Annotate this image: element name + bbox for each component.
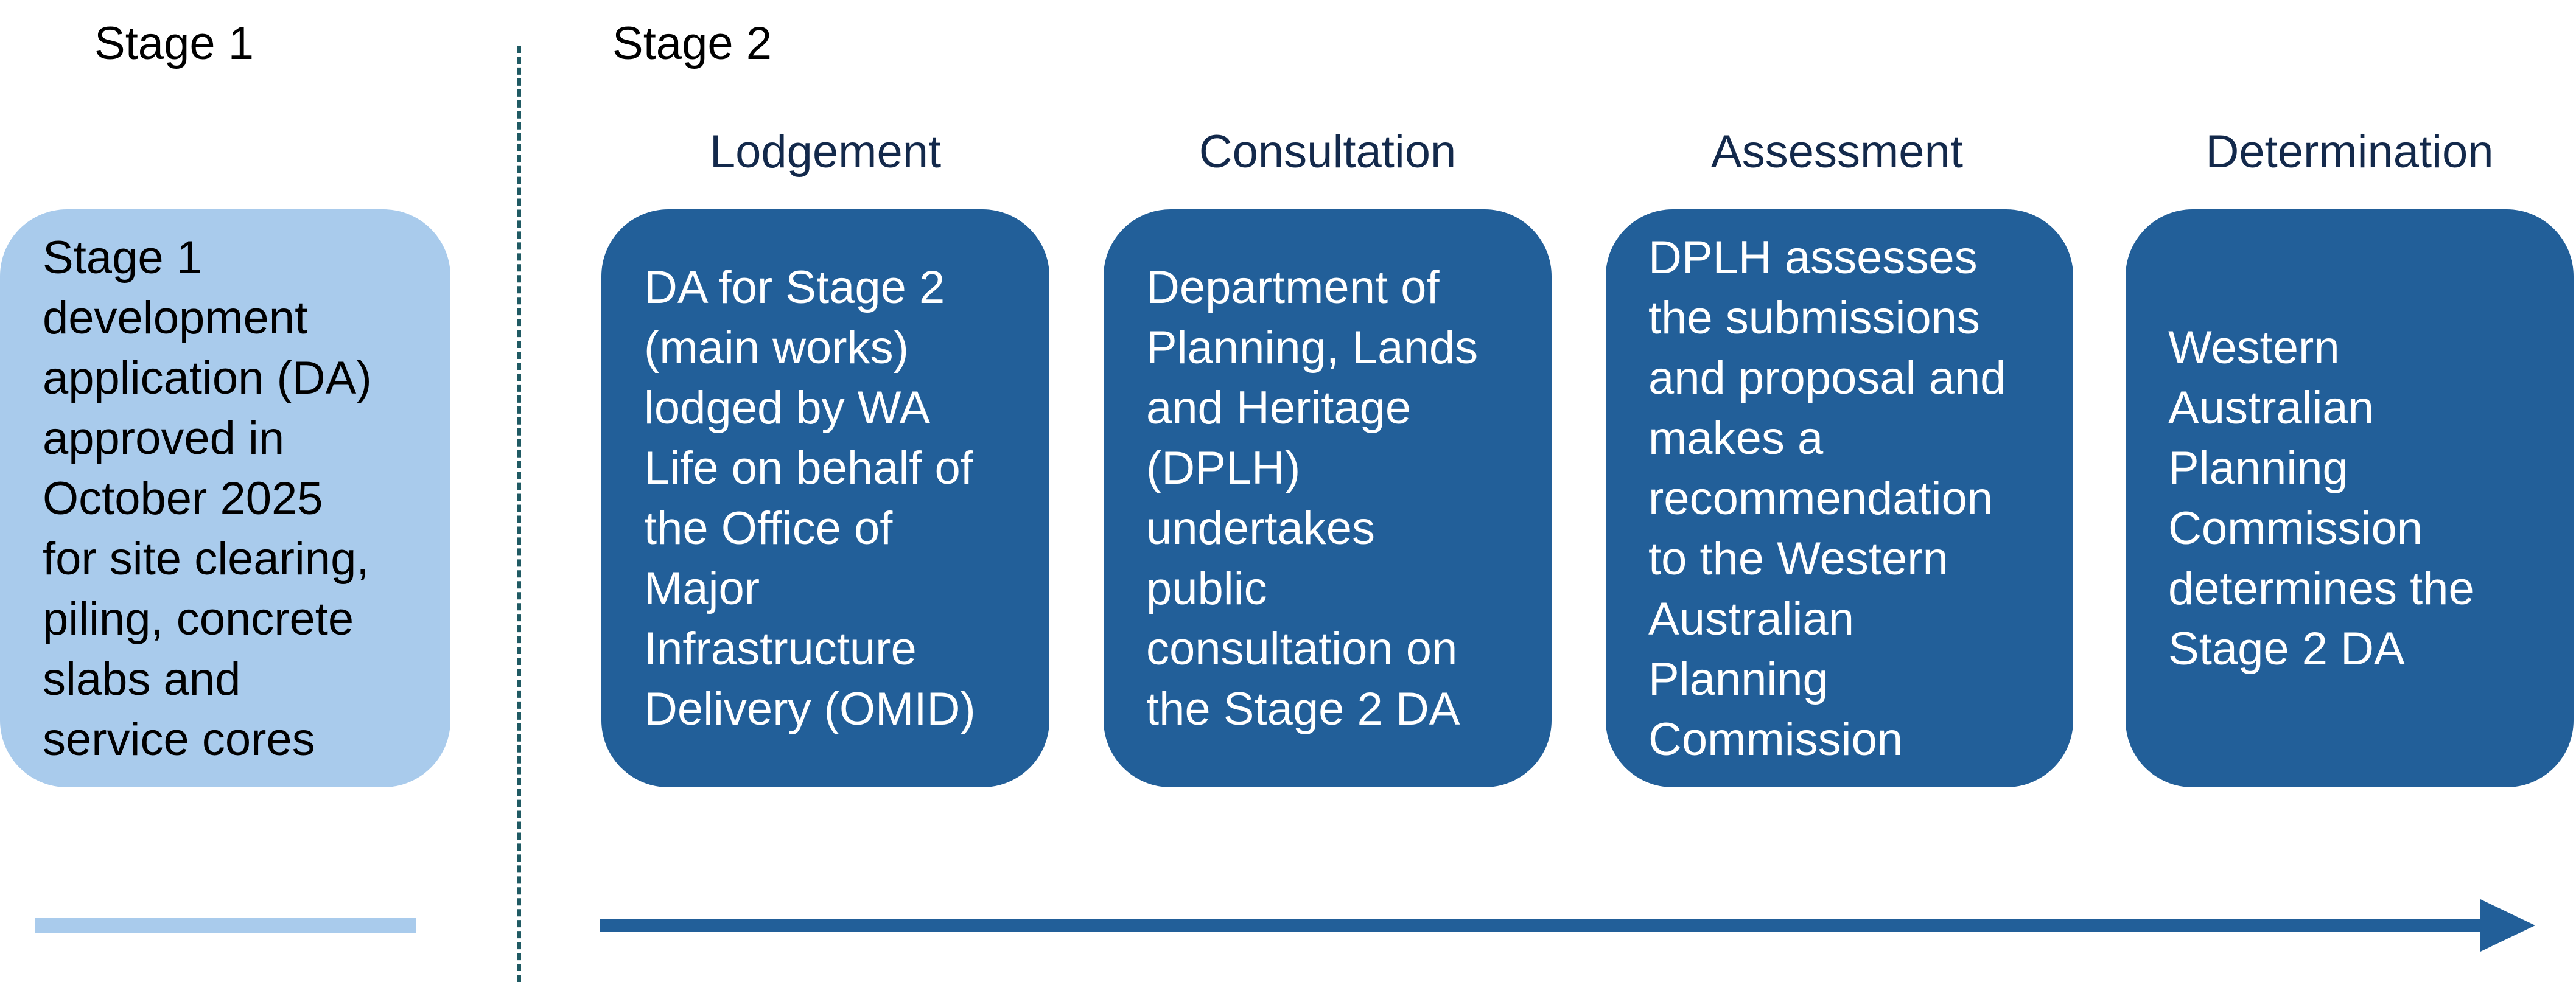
phase-heading-assessment: Assessment <box>1711 126 1963 178</box>
stage-1-heading: Stage 1 <box>94 18 254 69</box>
lodgement-box: DA for Stage 2 (main works) lodged by WA… <box>601 209 1049 787</box>
determination-box: Western Australian Planning Commission d… <box>2126 209 2574 787</box>
arrow-shaft <box>600 919 2487 932</box>
stage-2-timeline-arrow <box>600 899 2535 952</box>
assessment-box-text: DPLH assesses the submissions and propos… <box>1648 231 2006 765</box>
phase-heading-consultation: Consultation <box>1199 126 1457 178</box>
stage-1-box: Stage 1 development application (DA) app… <box>0 209 450 787</box>
stage-1-box-text: Stage 1 development application (DA) app… <box>43 231 372 765</box>
stage-1-timeline-bar <box>35 918 416 933</box>
arrow-head-icon <box>2480 899 2535 952</box>
lodgement-box-text: DA for Stage 2 (main works) lodged by WA… <box>644 262 976 735</box>
phase-heading-lodgement: Lodgement <box>709 126 942 178</box>
determination-box-text: Western Australian Planning Commission d… <box>2168 322 2474 675</box>
stage-2-heading: Stage 2 <box>612 18 772 69</box>
stage-divider <box>517 46 521 982</box>
assessment-box: DPLH assesses the submissions and propos… <box>1606 209 2073 787</box>
consultation-box-text: Department of Planning, Lands and Herita… <box>1146 262 1479 735</box>
consultation-box: Department of Planning, Lands and Herita… <box>1104 209 1552 787</box>
phase-heading-determination: Determination <box>2205 126 2494 178</box>
